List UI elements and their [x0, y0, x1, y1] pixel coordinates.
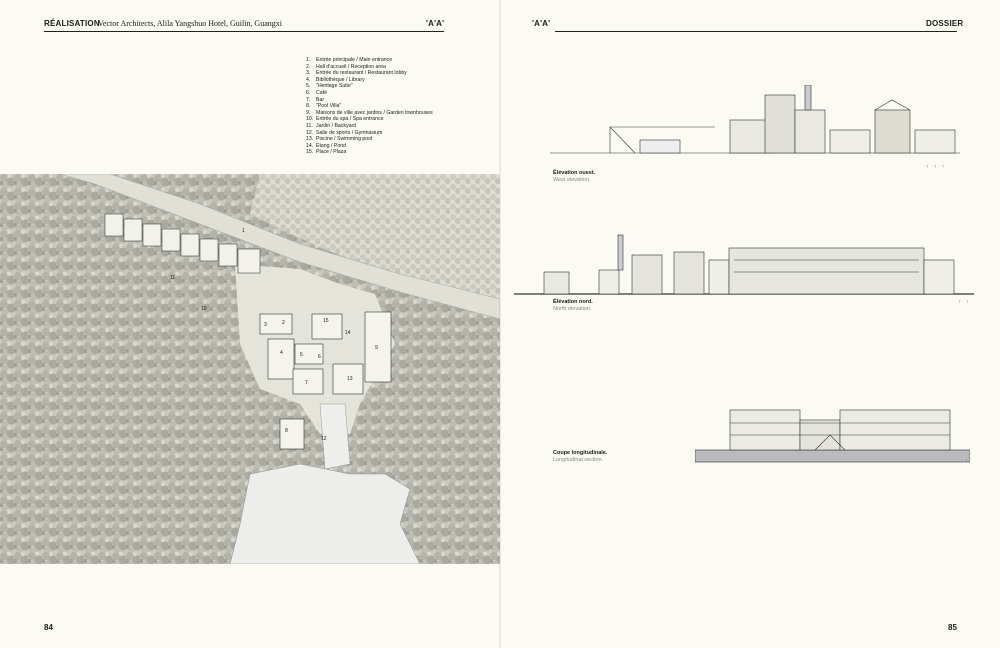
legend-item: 5. "Heritage Suite" — [306, 83, 433, 90]
legend-number: 10. — [306, 116, 314, 123]
legend-item: 12.Salle de sports / Gymnasium — [306, 130, 433, 137]
header-rule — [44, 31, 444, 32]
legend-label: "Pool Villa" — [316, 103, 342, 110]
north-elevation-drawing — [514, 234, 974, 295]
article-subtitle: Vector Architects, Alila Yangshuo Hotel,… — [98, 19, 282, 28]
left-page: RÉALISATION Vector Architects, Alila Yan… — [0, 19, 500, 632]
legend-item: 6. Café — [306, 90, 433, 97]
plan-label: 7 — [305, 380, 308, 386]
plan-label: 5 — [300, 352, 303, 358]
magazine-mark: 'A'A' — [426, 19, 445, 28]
page-number: 85 — [948, 623, 957, 632]
legend-item: 1. Entrée principale / Main entrance — [306, 57, 433, 64]
plan-label: 1 — [242, 228, 245, 234]
legend-label: Entrée principale / Main entrance — [316, 57, 393, 63]
site-plan-image: 1 2 3 4 5 6 7 8 9 10 11 12 13 14 15 — [0, 174, 500, 564]
caption-en: Longitudinal section. — [553, 457, 604, 463]
legend-label: Hall d'accueil / Reception area — [316, 63, 386, 70]
legend-item: 11.Jardin / Backyard — [306, 123, 433, 130]
legend-number: 2. — [306, 63, 311, 70]
plan-label: 9 — [375, 345, 378, 351]
caption-fr: Élévation nord. — [553, 299, 593, 305]
legend-label: Maisons de ville avec jardins / Garden t… — [316, 109, 433, 116]
site-plan-drawing: 1 2 3 4 5 6 7 8 9 10 11 12 13 14 15 — [0, 174, 500, 564]
section-title: RÉALISATION — [44, 19, 100, 28]
legend-label: "Heritage Suite" — [316, 83, 353, 90]
legend-item: 8. "Pool Villa" — [306, 103, 433, 110]
west-elevation-drawing — [550, 85, 960, 154]
scale-marker: ↑ ↑ — [958, 299, 971, 305]
legend-label: Piscine / Swimming pool — [316, 136, 373, 143]
legend-number: 14. — [306, 142, 314, 149]
plan-label: 13 — [347, 376, 353, 382]
legend-item: 13.Piscine / Swimming pool — [306, 136, 433, 143]
caption-en: West elevation. — [553, 177, 591, 183]
plan-label: 4 — [280, 350, 283, 356]
legend-number: 11. — [306, 122, 313, 129]
longitudinal-section-drawing — [695, 409, 970, 463]
plan-legend: 1. Entrée principale / Main entrance 2. Hal… — [306, 57, 433, 156]
legend-label: Jardin / Backyard — [316, 122, 357, 129]
scale-marker: ↑ — [965, 458, 970, 464]
plan-label: 14 — [345, 330, 351, 336]
legend-item: 2. Hall d'accueil / Reception area — [306, 64, 433, 71]
legend-number: 15. — [306, 149, 314, 156]
legend-number: 7. — [306, 96, 311, 103]
plan-label: 11 — [170, 275, 175, 281]
legend-item: 3. Entrée du restaurant / Restaurant lobb… — [306, 70, 433, 77]
west-elevation-caption: Élévation ouest. West elevation. — [553, 170, 595, 184]
header-rule — [555, 31, 957, 32]
legend-label: Entrée du spa / Spa entrance — [316, 116, 384, 123]
legend-item: 15.Place / Plaza — [306, 149, 433, 156]
plan-label: 6 — [318, 354, 321, 360]
legend-item: 7. Bar — [306, 97, 433, 104]
plan-label: 15 — [323, 318, 329, 324]
legend-number: 3. — [306, 70, 311, 77]
caption-fr: Coupe longitudinale. — [553, 450, 608, 456]
plan-label: 8 — [285, 428, 288, 434]
legend-label: Étang / Pond — [316, 142, 346, 149]
caption-en: North elevation. — [553, 306, 592, 312]
right-page: 'A'A' DOSSIER ↑ ↑ ↑ Élévation ouest. Wes… — [500, 0, 1000, 648]
legend-item: 4. Bibliothèque / Library — [306, 77, 433, 84]
legend-label: Entrée du restaurant / Restaurant lobby — [316, 70, 407, 77]
page-gutter — [499, 0, 501, 648]
legend-number: 4. — [306, 76, 311, 83]
legend-item: 9. Maisons de ville avec jardins / Garden… — [306, 110, 433, 117]
legend-label: Bar — [316, 96, 325, 103]
plan-label: 12 — [321, 436, 327, 442]
legend-item: 10.Entrée du spa / Spa entrance — [306, 116, 433, 123]
legend-number: 6. — [306, 89, 311, 96]
legend-number: 1. — [306, 57, 311, 63]
legend-number: 5. — [306, 83, 311, 90]
legend-item: 14.Étang / Pond — [306, 143, 433, 150]
legend-number: 12. — [306, 129, 314, 136]
scale-marker: ↑ ↑ ↑ — [926, 164, 947, 170]
legend-label: Salle de sports / Gymnasium — [316, 129, 383, 136]
legend-label: Bibliothèque / Library — [316, 76, 365, 83]
north-elevation-caption: Élévation nord. North elevation. — [553, 299, 593, 313]
plan-label: 3 — [264, 322, 267, 328]
legend-number: 9. — [306, 109, 311, 116]
magazine-mark: 'A'A' — [532, 19, 551, 28]
longitudinal-section-caption: Coupe longitudinale. Longitudinal sectio… — [553, 450, 607, 464]
plan-label: 10 — [201, 306, 207, 312]
page-number: 84 — [44, 623, 53, 632]
legend-number: 8. — [306, 103, 311, 110]
caption-fr: Élévation ouest. — [553, 170, 596, 176]
legend-label: Café — [316, 89, 327, 96]
section-title: DOSSIER — [926, 19, 964, 28]
plan-label: 2 — [282, 320, 285, 326]
legend-number: 13. — [306, 136, 314, 143]
legend-label: Place / Plaza — [316, 149, 347, 156]
